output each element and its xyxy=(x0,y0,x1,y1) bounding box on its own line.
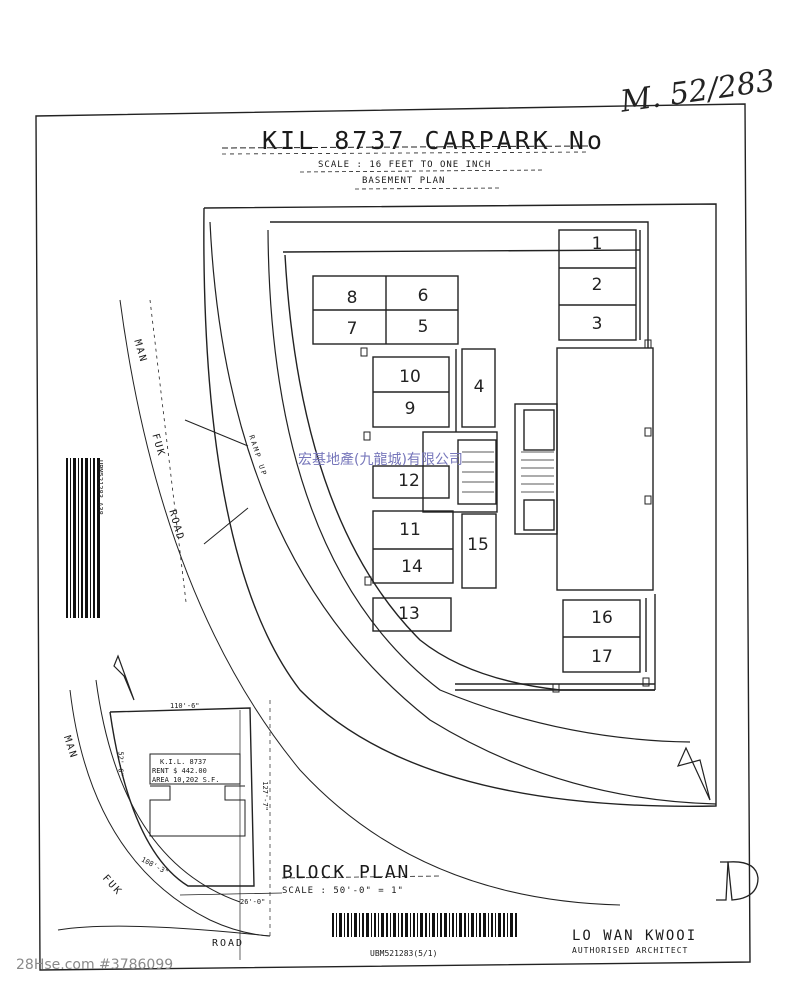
bay-group-16-17 xyxy=(562,599,641,673)
bottom-barcode-caption: UBM521283(5/1) xyxy=(370,949,438,958)
bay-13 xyxy=(372,597,452,632)
bay-number: 10 xyxy=(399,367,421,387)
site-boundary xyxy=(203,203,717,807)
bay-number: 1 xyxy=(591,234,603,254)
bottom-barcode xyxy=(332,913,517,937)
bay-number: 14 xyxy=(401,557,423,577)
block-rent: RENT $ 442.00 xyxy=(152,767,207,775)
drawing-scale: SCALE : 16 FEET TO ONE INCH xyxy=(318,160,492,170)
bay-number: 4 xyxy=(473,377,485,397)
bay-number: 5 xyxy=(417,317,429,337)
site-footer-text: 28Hse.com #3786099 xyxy=(16,957,174,973)
block-plan-lot xyxy=(109,707,255,887)
bay-number: 8 xyxy=(346,288,358,308)
bay-number: 9 xyxy=(404,399,416,419)
block-dim-top: 110'-6" xyxy=(170,702,200,710)
north-arrow-right xyxy=(676,746,711,801)
bay-15 xyxy=(461,513,497,589)
stair-core xyxy=(422,431,498,513)
architect-role: AUTHORISED ARCHITECT xyxy=(572,946,689,955)
bay-number: 6 xyxy=(417,286,429,306)
road-label-road-lower: ROAD xyxy=(212,938,245,949)
stamp-mark xyxy=(727,861,759,901)
bay-number: 12 xyxy=(398,471,420,491)
block-plan-title: BLOCK PLAN xyxy=(282,862,411,883)
bay-group-11-14 xyxy=(372,510,454,584)
bay-number: 11 xyxy=(399,520,421,540)
architect-name: LO WAN KWOOI xyxy=(572,928,698,944)
bay-group-1-3 xyxy=(558,229,637,341)
bay-number: 17 xyxy=(591,647,613,667)
sheet-border xyxy=(35,103,751,971)
bay-number: 16 xyxy=(591,608,613,628)
bay-12 xyxy=(372,465,450,499)
block-plan-scale: SCALE : 50'-0" = 1" xyxy=(282,886,404,896)
bay-number: 13 xyxy=(398,604,420,624)
main-road-edge xyxy=(119,299,621,906)
plan-name: BASEMENT PLAN xyxy=(362,176,446,186)
drawing-title: KIL 8737 CARPARK No xyxy=(262,126,605,155)
lift-core xyxy=(514,403,558,535)
left-barcode xyxy=(66,458,100,618)
block-lot-name: K.I.L. 8737 xyxy=(160,758,207,766)
block-dim-right: 127'-7" xyxy=(260,781,269,811)
block-dim-bottom: 26'-0" xyxy=(240,898,266,906)
block-dim-left: 52'-6" xyxy=(116,751,125,777)
agency-watermark: 宏基地產(九龍城)有限公司 xyxy=(298,452,463,468)
block-area: AREA 10,202 S.F. xyxy=(152,776,220,784)
bay-4 xyxy=(461,348,496,428)
building-block xyxy=(556,347,654,591)
north-arrow-left xyxy=(113,654,135,701)
bay-number: 3 xyxy=(591,314,603,334)
bay-number: 2 xyxy=(591,275,603,295)
bay-number: 7 xyxy=(346,319,358,339)
bay-number: 15 xyxy=(467,535,489,555)
left-barcode-caption: UBM521283 A38 xyxy=(96,460,104,515)
